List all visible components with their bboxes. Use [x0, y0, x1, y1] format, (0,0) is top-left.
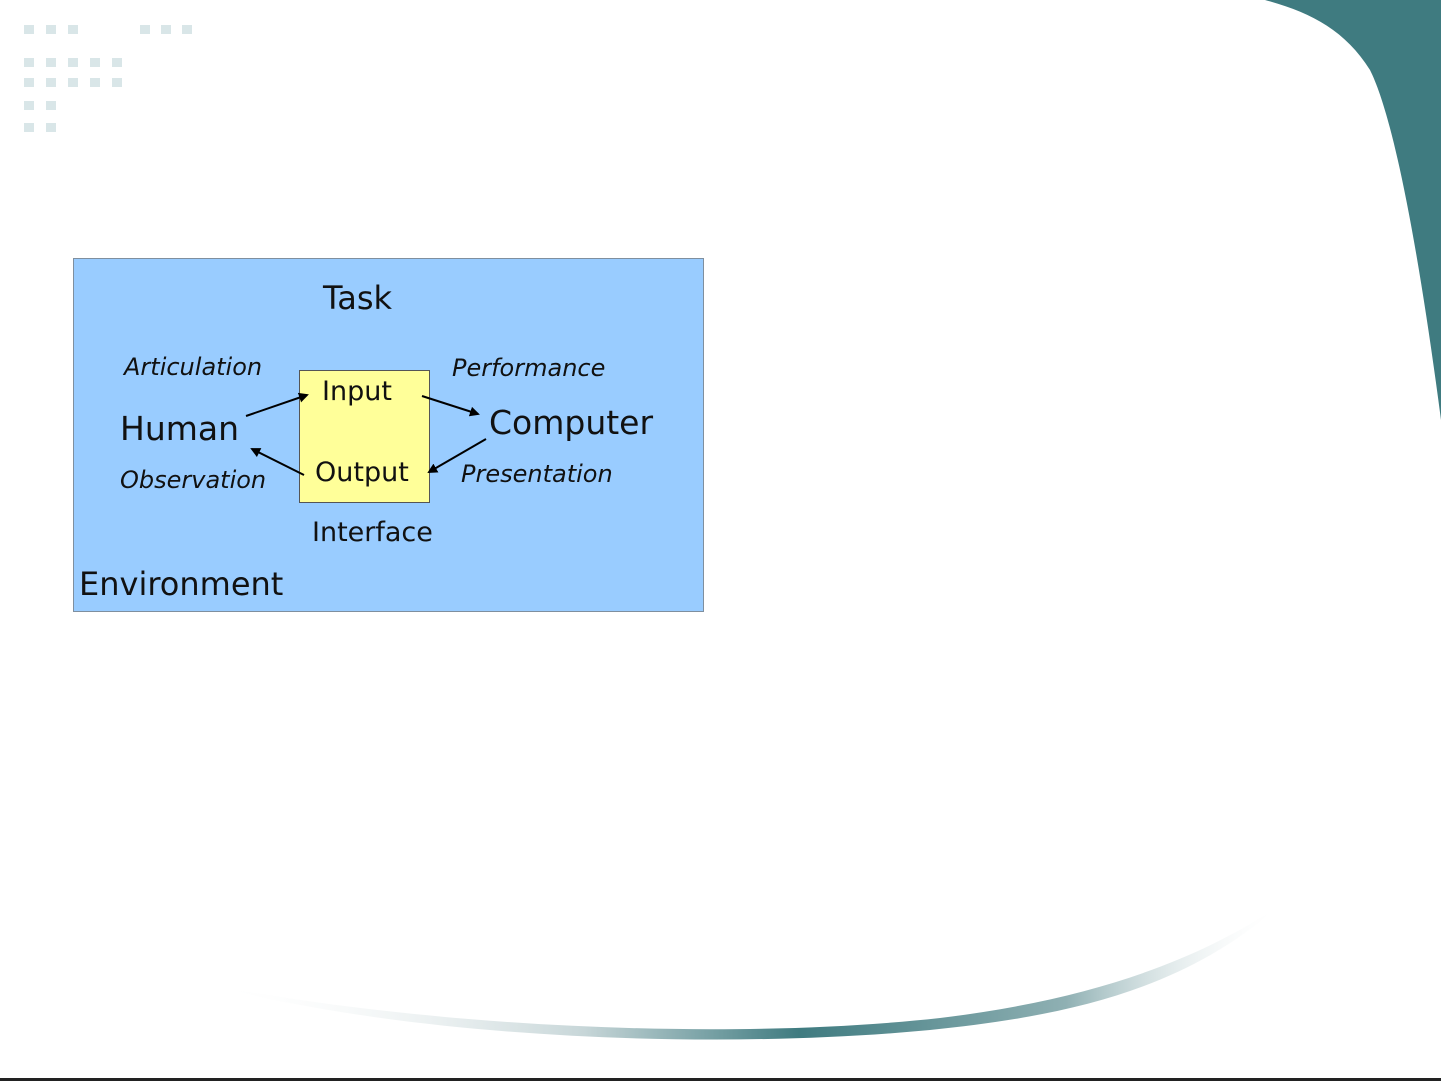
- observation-label: Observation: [120, 466, 266, 494]
- output-label: Output: [315, 457, 409, 488]
- input-label: Input: [322, 376, 392, 407]
- environment-box: Task Articulation Performance Input Huma…: [73, 258, 704, 612]
- computer-label: Computer: [489, 403, 653, 442]
- interface-label: Interface: [312, 517, 433, 548]
- task-label: Task: [323, 279, 392, 317]
- articulation-arrow: [246, 395, 307, 416]
- environment-label: Environment: [79, 565, 283, 603]
- bottom-swoosh: [210, 905, 1280, 1040]
- performance-label: Performance: [452, 354, 605, 382]
- articulation-label: Articulation: [124, 353, 262, 381]
- performance-arrow: [422, 396, 478, 414]
- human-label: Human: [120, 409, 239, 448]
- corner-shape: [1265, 0, 1441, 420]
- presentation-label: Presentation: [461, 460, 613, 488]
